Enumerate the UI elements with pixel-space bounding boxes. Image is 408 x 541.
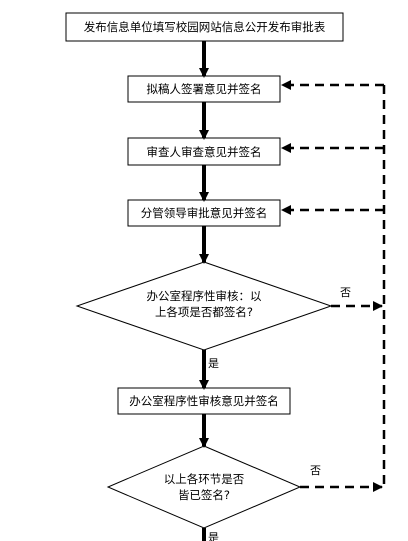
reviewer-box-label: 审查人审查意见并签名 bbox=[147, 145, 262, 159]
drafter-box: 拟稿人签署意见并签名 bbox=[127, 75, 281, 103]
title-box-label: 发布信息单位填写校园网站信息公开发布审批表 bbox=[84, 20, 326, 34]
check2-yes-label: 是 bbox=[208, 531, 219, 541]
check1-no-label: 否 bbox=[340, 286, 351, 299]
check1-line2: 上各项是否都签名? bbox=[155, 305, 253, 319]
drafter-box-label: 拟稿人签署意见并签名 bbox=[147, 82, 262, 96]
check2-line2: 皆已签名? bbox=[178, 488, 230, 502]
check2-diamond: 以上各环节是否 皆已签名? bbox=[106, 445, 302, 529]
title-box: 发布信息单位填写校园网站信息公开发布审批表 bbox=[65, 12, 344, 42]
check1-yes-label: 是 bbox=[208, 357, 219, 370]
leader-box: 分管领导审批意见并签名 bbox=[127, 199, 281, 227]
check2-line1: 以上各环节是否 bbox=[164, 472, 245, 486]
check1-line1: 办公室程序性审核：以 bbox=[147, 289, 262, 303]
leader-box-label: 分管领导审批意见并签名 bbox=[141, 206, 268, 220]
reviewer-box: 审查人审查意见并签名 bbox=[127, 137, 281, 166]
office-box: 办公室程序性审核意见并签名 bbox=[117, 387, 291, 415]
office-box-label: 办公室程序性审核意见并签名 bbox=[129, 394, 279, 408]
check2-no-label: 否 bbox=[310, 464, 321, 477]
check1-diamond: 办公室程序性审核：以 上各项是否都签名? bbox=[75, 261, 333, 351]
